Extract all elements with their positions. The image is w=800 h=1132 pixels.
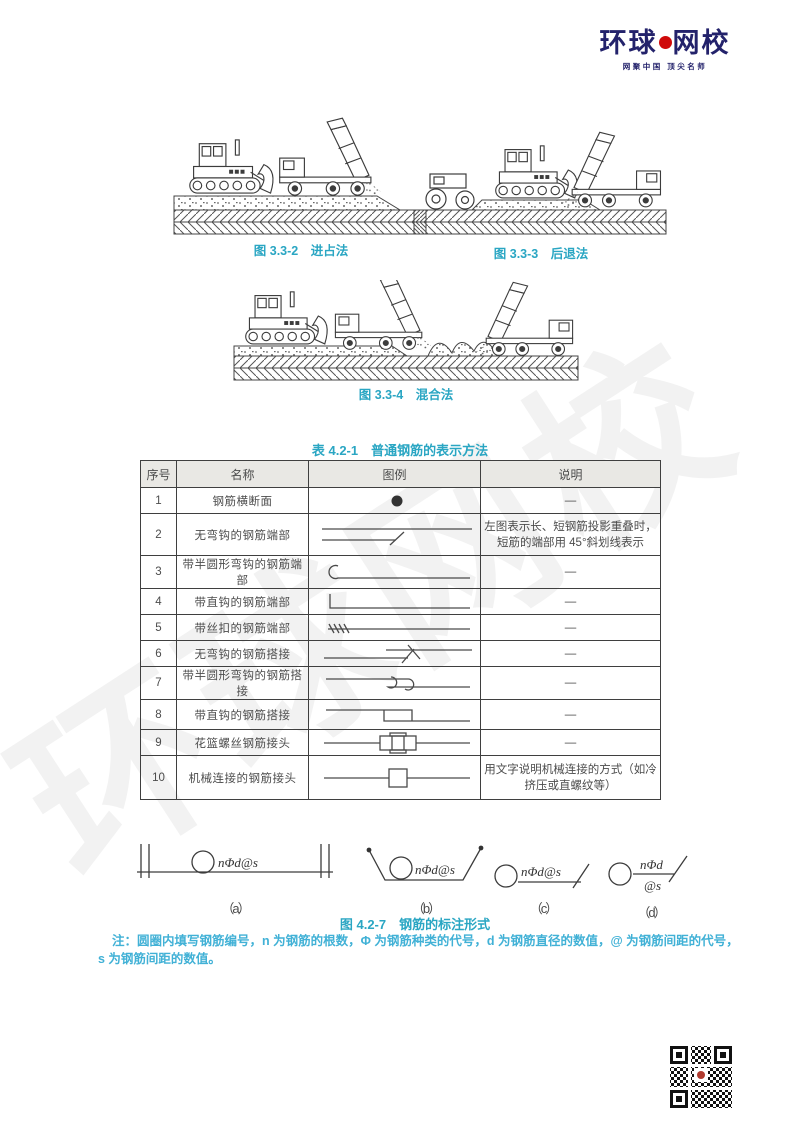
table-row: 4 带直钩的钢筋端部 — <box>140 588 661 615</box>
brand-slogan: 网聚中国 顶尖名师 <box>622 62 708 71</box>
legend-mechanical-joint-icon <box>324 767 470 788</box>
bulldozer-icon <box>245 291 328 345</box>
rebar-label-d-bottom: @s <box>644 878 661 893</box>
legend-lap-no-hook-icon <box>324 644 472 663</box>
rebar-label-a: nΦd@s <box>218 855 258 870</box>
note-line-1: 注：圆圈内填写钢筋编号，n 为钢筋的根数，Φ 为钢筋种类的代号，d 为钢筋直径的… <box>112 934 739 948</box>
logo-red-dot-icon <box>658 36 672 50</box>
figure-caption: 图 3.3-2 进占法 <box>253 244 349 258</box>
table-row: 10 机械连接的钢筋接头 用文字说明机械连接的方式（如冷挤压或直螺纹等） <box>140 755 661 800</box>
table-title: 表 4.2-1 普通钢筋的表示方法 <box>311 443 489 458</box>
legend-turnbuckle-joint-icon <box>324 731 470 754</box>
col-header-desc: 说明 <box>480 460 661 488</box>
rebar-label-c: nΦd@s <box>521 864 561 879</box>
rebar-representation-table: 序号 名称 图例 说明 1 钢筋横断面 — 2 无弯钩的钢筋端部 左图表示长、短… <box>140 460 661 800</box>
legend-lap-straight-hook-icon <box>326 708 470 722</box>
panel-label-b: （b） <box>411 901 441 916</box>
annotation-panel-d: nΦd @s （d） <box>607 838 695 921</box>
table-header-row: 序号 名称 图例 说明 <box>140 460 661 488</box>
note-line-2: s 为钢筋间距的数值。 <box>98 952 221 966</box>
legend-end-straight-hook-icon <box>329 593 470 609</box>
dump-truck-icon <box>473 281 574 356</box>
col-header-name: 名称 <box>176 460 309 488</box>
legend-end-no-hook-45-slash-icon <box>322 527 472 545</box>
figure-caption: 图 3.3-3 后退法 <box>493 247 589 261</box>
roller-icon <box>425 173 475 210</box>
table-row: 3 带半圆形弯钩的钢筋端部 — <box>140 555 661 589</box>
figure-caption: 图 4.2-7 钢筋的标注形式 <box>339 917 491 932</box>
table-row: 6 无弯钩的钢筋搭接 — <box>140 640 661 667</box>
annotation-panel-b: nΦd@s （b） <box>363 838 488 917</box>
table-row: 1 钢筋横断面 — <box>140 487 661 514</box>
bulldozer-icon <box>189 139 274 194</box>
qr-code <box>668 1044 734 1115</box>
figure-retreating-method <box>412 114 670 238</box>
brand-logo-text: 环球网校 <box>599 28 731 58</box>
annotation-panel-c: nΦd@s （c） <box>493 838 593 917</box>
figure-mixed-method <box>232 280 580 382</box>
rebar-label-b: nΦd@s <box>415 862 455 877</box>
legend-end-threaded-icon <box>328 623 470 633</box>
legend-lap-semicircular-hook-icon <box>326 676 470 691</box>
fill-layer <box>233 345 409 357</box>
figure-rebar-annotation: nΦd@s （a） nΦd@s （b） nΦd@s （c） <box>135 838 695 920</box>
qr-finder-icons <box>670 1046 732 1108</box>
dump-truck-icon <box>279 117 385 196</box>
dump-truck-icon <box>558 131 662 208</box>
col-header-num: 序号 <box>140 460 177 488</box>
figure-note: 注：圆圈内填写钢筋编号，n 为钢筋的根数，Φ 为钢筋种类的代号，d 为钢筋直径的… <box>98 932 758 968</box>
qr-center-logo-icon <box>697 1071 705 1079</box>
panel-label-d: （d） <box>637 905 666 920</box>
legend-end-semicircular-hook-icon <box>328 564 470 580</box>
brand-logo: 环球网校 网聚中国 顶尖名师 <box>585 28 745 72</box>
table-row: 5 带丝扣的钢筋端部 — <box>140 614 661 641</box>
legend-cross-section-dot-icon <box>391 495 403 506</box>
figure-caption: 图 3.3-4 混合法 <box>358 388 454 402</box>
table-row: 9 花篮螺丝钢筋接头 — <box>140 729 661 756</box>
rebar-label-d-top: nΦd <box>640 857 663 872</box>
figure-advancing-method <box>172 110 430 238</box>
table-row: 7 带半圆形弯钩的钢筋搭接 — <box>140 666 661 700</box>
dump-truck-icon <box>334 280 435 350</box>
panel-label-a: （a） <box>221 901 250 916</box>
bulldozer-icon <box>495 145 578 199</box>
fill-layer <box>173 195 402 211</box>
panel-label-c: （c） <box>529 901 559 916</box>
table-row: 2 无弯钩的钢筋端部 左图表示长、短钢筋投影重叠时，短筋的端部用 45°斜划线表… <box>140 513 661 556</box>
col-header-legend: 图例 <box>308 460 481 488</box>
table-row: 8 带直钩的钢筋搭接 — <box>140 699 661 730</box>
annotation-panel-a: nΦd@s （a） <box>135 838 335 917</box>
